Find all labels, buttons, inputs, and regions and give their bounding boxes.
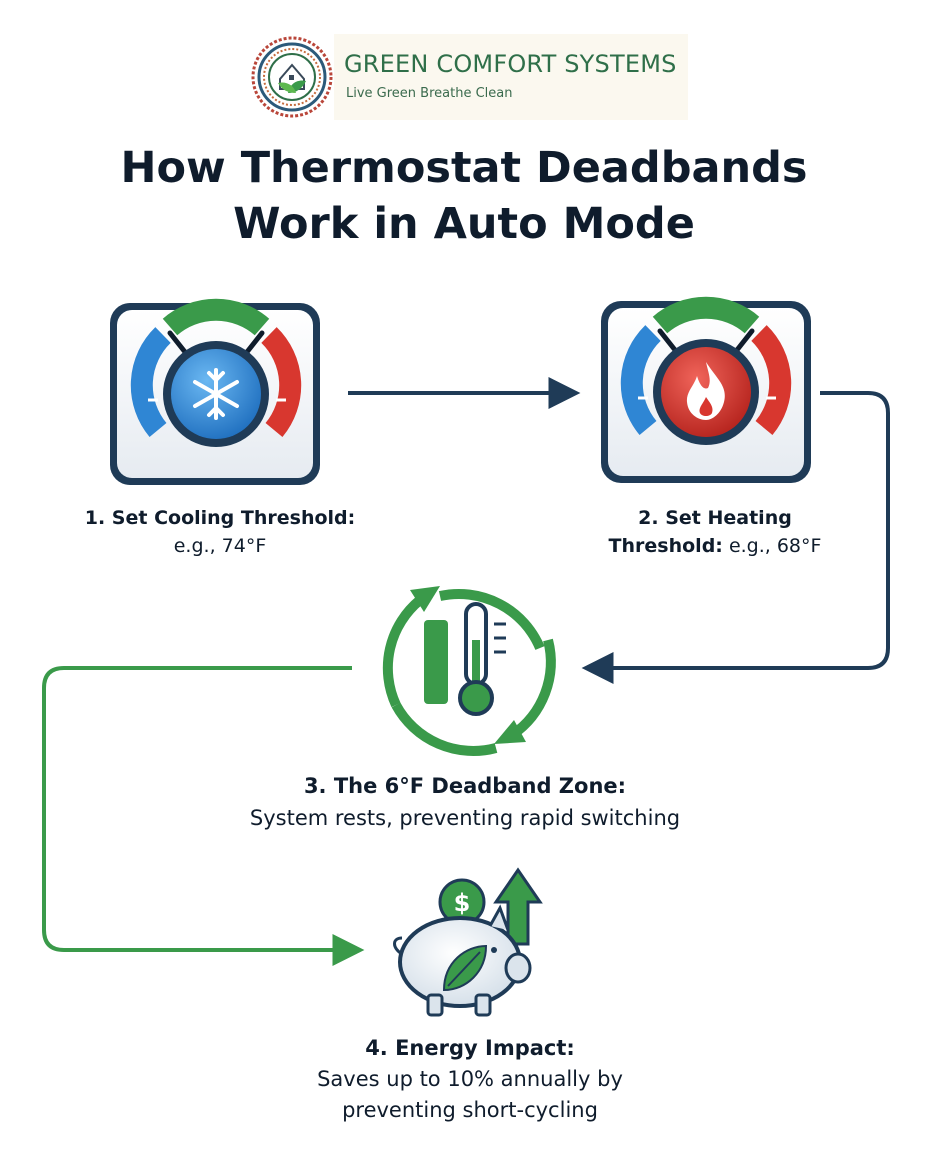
svg-text:$: $ <box>454 889 471 917</box>
brand-name: GREEN COMFORT SYSTEMS <box>344 50 677 78</box>
piggy-bank-leaf-icon: $ <box>393 867 543 1017</box>
step-4-text-b: preventing short-cycling <box>342 1098 598 1122</box>
thermometer-cycle-icon <box>382 586 556 756</box>
title-line-2: Work in Auto Mode <box>233 199 695 249</box>
step-1-heading: 1. Set Cooling Threshold: <box>84 507 356 529</box>
house-leaf-seal-icon <box>251 36 333 118</box>
page-title: How Thermostat Deadbands Work in Auto Mo… <box>0 140 928 252</box>
arrow-deadband-to-impact <box>42 666 365 966</box>
step-2-heading-a: 2. Set Heating <box>638 507 792 529</box>
step-3-text: System rests, preventing rapid switching <box>249 806 681 830</box>
step-3-caption: 3. The 6°F Deadband Zone: System rests, … <box>140 770 790 834</box>
title-line-1: How Thermostat Deadbands <box>120 143 808 193</box>
step-2-caption: 2. Set Heating Threshold: e.g., 68°F <box>560 504 870 560</box>
step-4-heading: 4. Energy Impact: <box>365 1036 575 1060</box>
step-4-caption: 4. Energy Impact: Saves up to 10% annual… <box>230 1033 710 1126</box>
arrow-heating-to-deadband <box>581 391 890 684</box>
snowflake-dial-icon <box>110 298 320 485</box>
step-3-heading: 3. The 6°F Deadband Zone: <box>303 774 627 798</box>
step-2-text: e.g., 68°F <box>728 535 822 557</box>
step-2-heading-b: Threshold: <box>608 535 723 557</box>
step-1-text: e.g., 74°F <box>173 535 267 557</box>
flame-dial-icon <box>601 296 811 483</box>
brand-plate <box>334 34 688 120</box>
step-4-text-a: Saves up to 10% annually by <box>317 1067 623 1091</box>
step-1-caption: 1. Set Cooling Threshold: e.g., 74°F <box>30 504 410 560</box>
brand-tagline: Live Green Breathe Clean <box>346 86 513 101</box>
